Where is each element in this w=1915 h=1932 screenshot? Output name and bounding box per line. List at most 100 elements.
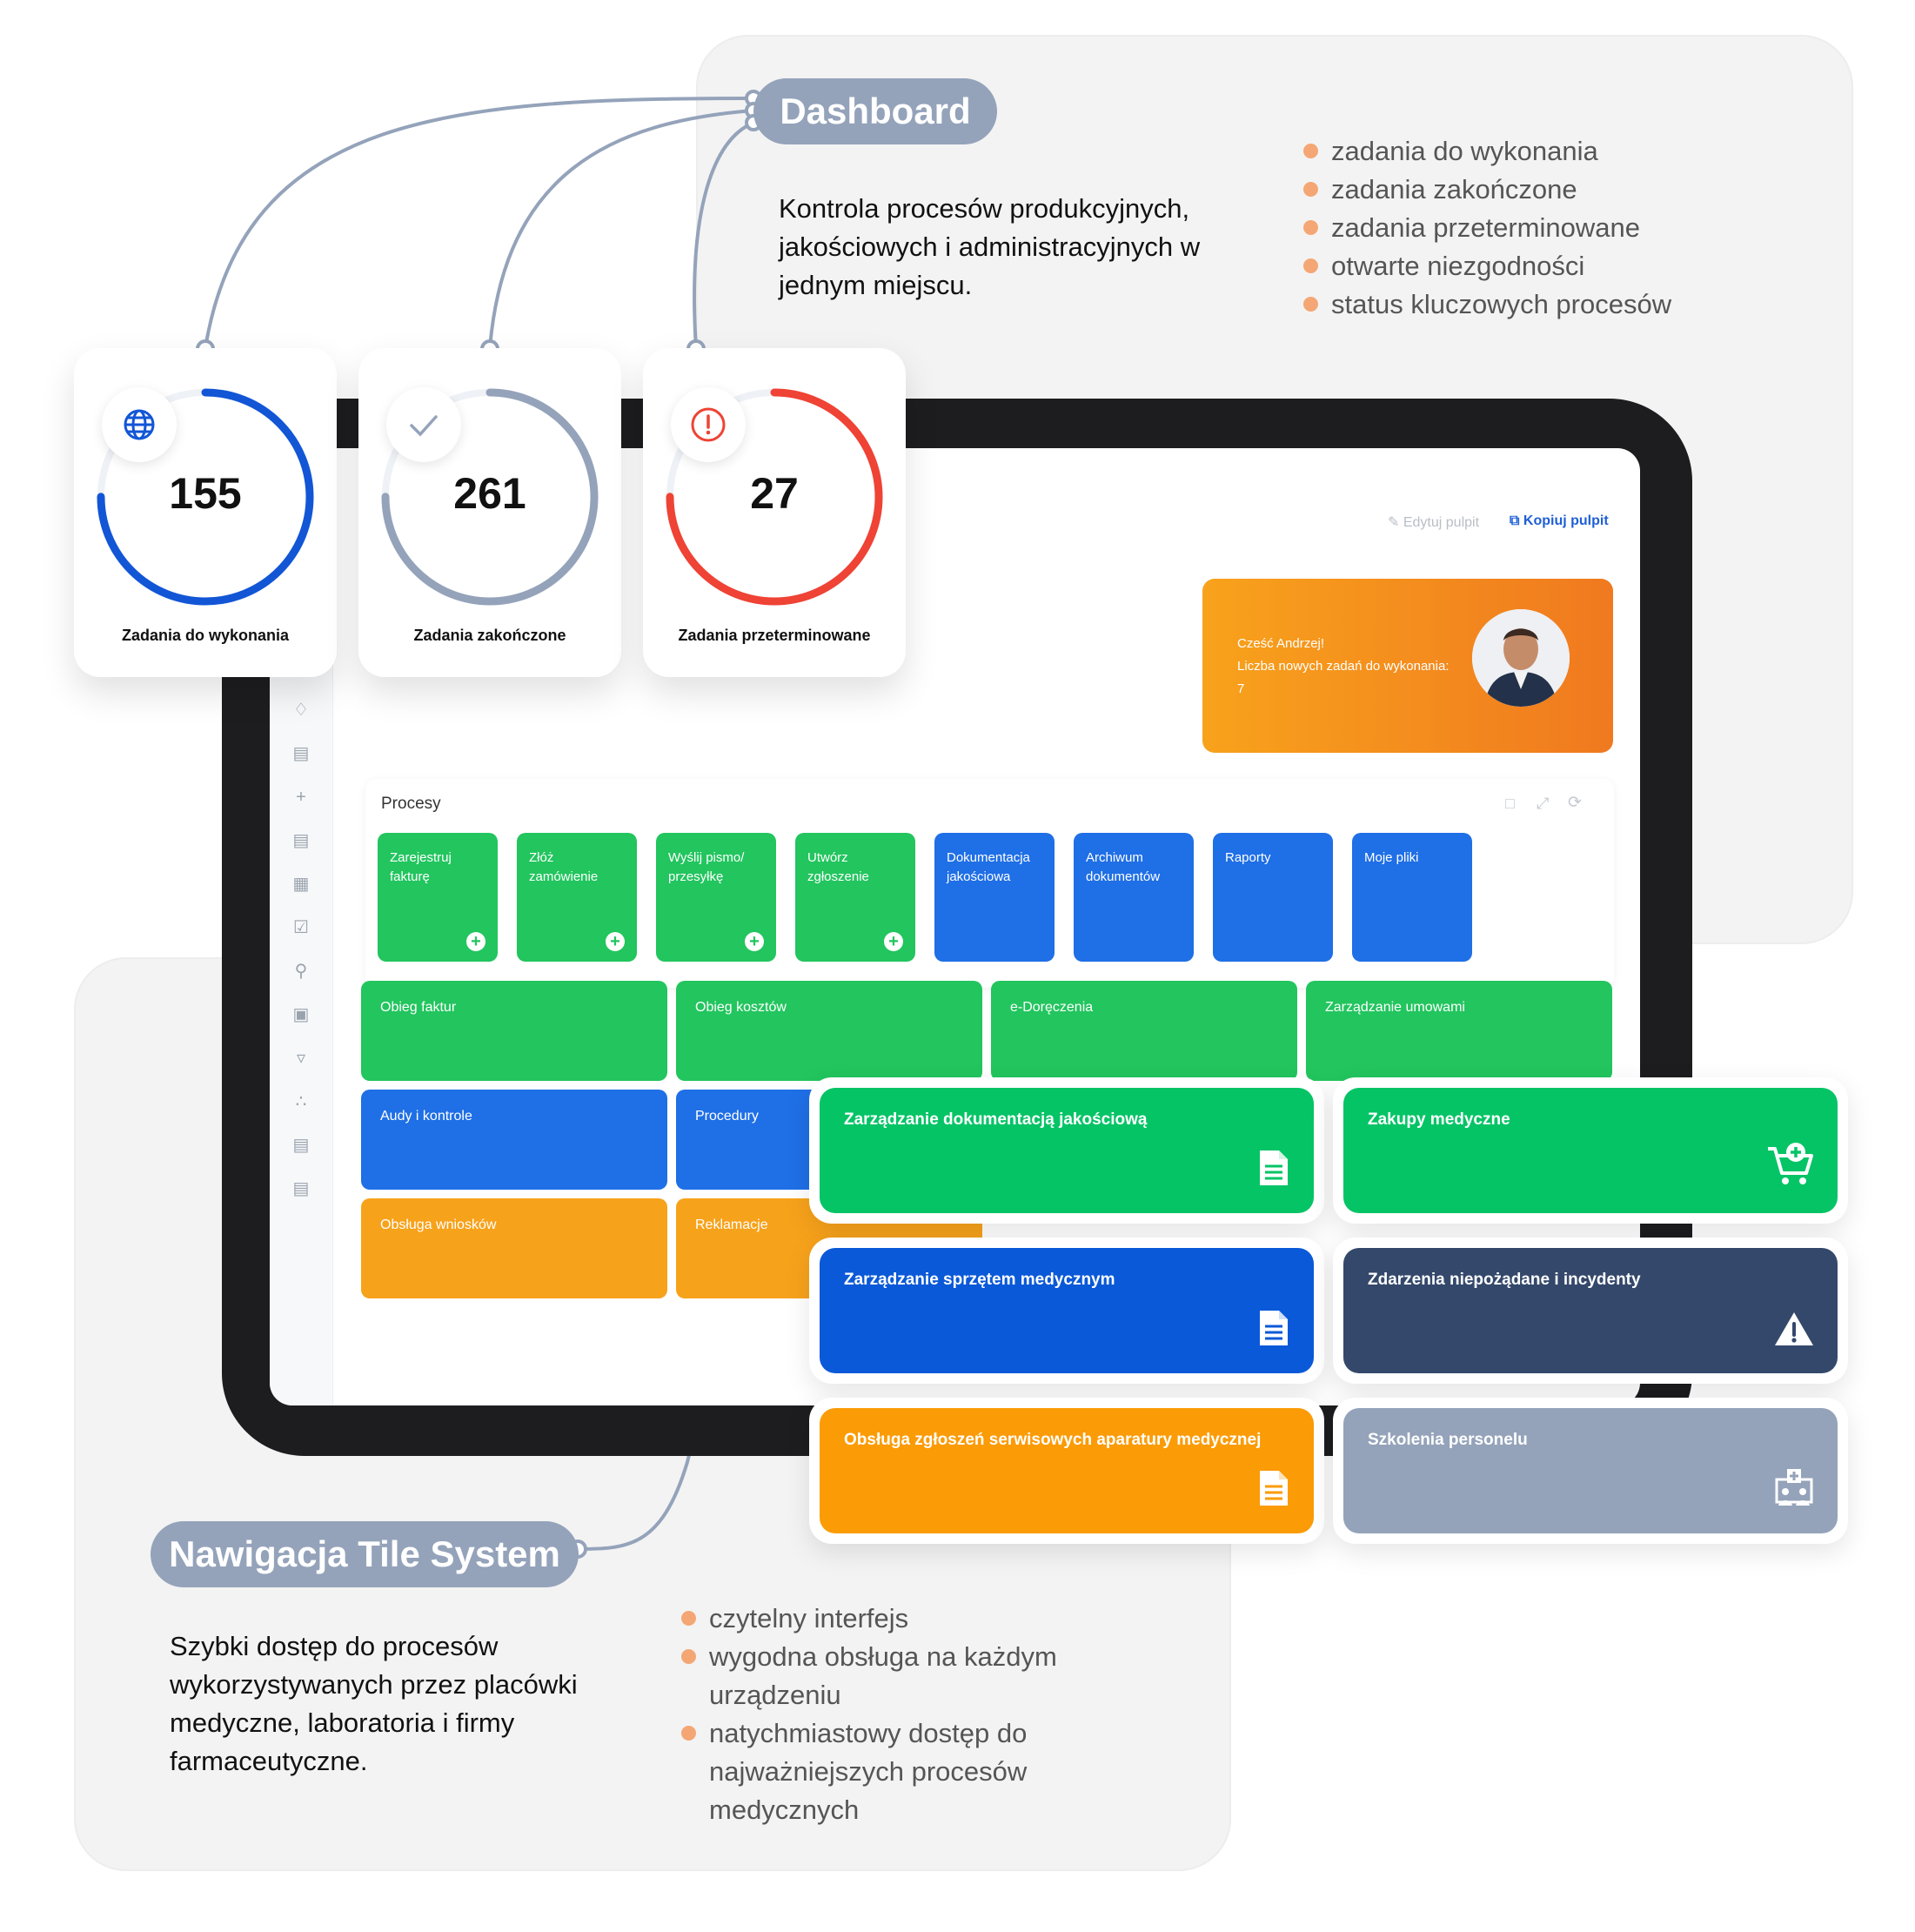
connector-line-3	[693, 121, 754, 349]
plus-icon[interactable]: +	[296, 788, 306, 807]
big-tile-label: Zakupy medyczne	[1368, 1110, 1510, 1129]
process-tile[interactable]: Utwórz zgłoszenie+	[795, 833, 915, 962]
copy-icon: ⧉	[1510, 513, 1520, 528]
copy-dashboard-button[interactable]: ⧉ Kopiuj pulpit	[1510, 513, 1609, 529]
file-icon[interactable]: ▤	[292, 831, 310, 850]
stat-card-todo[interactable]: 155 Zadania do wykonania	[74, 348, 337, 677]
big-tile-label: Zarządzanie sprzętem medycznym	[844, 1271, 1115, 1289]
avatar	[1472, 609, 1570, 707]
module-tile[interactable]: Obsługa wniosków	[361, 1198, 667, 1298]
layout-icon[interactable]: ▦	[292, 875, 310, 894]
processes-panel: Procesy □ ⤢ ⟳ Zarejestruj fakturę+ Złóż …	[365, 779, 1614, 988]
module-tile[interactable]: Obieg kosztów	[676, 981, 982, 1081]
calendar-icon[interactable]: ▣	[292, 1005, 310, 1024]
stat-value: 261	[453, 469, 526, 518]
navigation-description: Szybki dostęp do procesów wykorzystywany…	[170, 1631, 578, 1776]
medical-cart-icon	[1766, 1142, 1815, 1192]
dashboard-bullets: zadania do wykonania zadania zakończone …	[1303, 132, 1791, 324]
alert-icon	[671, 387, 746, 462]
stat-label: Zadania przeterminowane	[678, 627, 871, 644]
process-tile[interactable]: Raporty	[1213, 833, 1333, 962]
big-tile-label: Obsługa zgłoszeń serwisowych aparatury m…	[844, 1431, 1262, 1449]
navigation-pill: Nawigacja Tile System	[151, 1521, 579, 1587]
dashboard-pill: Dashboard	[753, 78, 997, 144]
process-tile[interactable]: Dokumentacja jakościowa	[934, 833, 1055, 962]
big-tile-card: Zdarzenia niepożądane i incydenty	[1333, 1238, 1848, 1384]
share-icon[interactable]: ∴	[295, 1092, 307, 1111]
module-tile[interactable]: Obieg faktur	[361, 981, 667, 1081]
big-tile-card: Zakupy medyczne	[1333, 1077, 1848, 1224]
dashboard-bullet: otwarte niezgodności	[1303, 247, 1791, 285]
navigation-bullet: natychmiastowy dostęp do najważniejszych…	[681, 1714, 1073, 1829]
big-tile-card: Obsługa zgłoszeń serwisowych aparatury m…	[809, 1398, 1324, 1544]
connector-line-2	[488, 109, 754, 349]
add-icon: +	[466, 932, 485, 951]
checklist-icon[interactable]: ☑	[293, 918, 309, 937]
big-tile-label: Zdarzenia niepożądane i incydenty	[1368, 1271, 1641, 1289]
big-tile[interactable]: Zarządzanie dokumentacją jakościową	[820, 1088, 1314, 1213]
add-icon: +	[745, 932, 764, 951]
module-tile[interactable]: Audy i kontrole	[361, 1090, 667, 1190]
training-icon	[1773, 1467, 1815, 1513]
dashboard-bullet: status kluczowych procesów	[1303, 285, 1791, 324]
module-tile[interactable]: Zarządzanie umowami	[1306, 981, 1612, 1081]
process-tile[interactable]: Moje pliki	[1352, 833, 1472, 962]
stat-card-completed[interactable]: 261 Zadania zakończone	[358, 348, 621, 677]
edit-dashboard-button[interactable]: ✎ Edytuj pulpit	[1388, 513, 1479, 531]
bell-icon[interactable]: ♢	[293, 701, 309, 720]
check-icon	[386, 387, 461, 462]
big-tile[interactable]: Zakupy medyczne	[1343, 1088, 1838, 1213]
basket-icon[interactable]: ▿	[296, 1049, 306, 1068]
greeting-tasks-text: Liczba nowych zadań do wykonania:	[1237, 659, 1450, 674]
big-tile-card: Zarządzanie dokumentacją jakościową	[809, 1077, 1324, 1224]
stat-value: 155	[169, 469, 242, 518]
list-icon[interactable]: ▤	[292, 744, 310, 763]
refresh-icon[interactable]: ⟳	[1568, 794, 1582, 812]
stat-label: Zadania do wykonania	[121, 627, 290, 644]
warning-icon	[1773, 1311, 1815, 1352]
greeting-count: 7	[1237, 681, 1245, 696]
copy-dashboard-label: Kopiuj pulpit	[1523, 513, 1609, 528]
process-tile[interactable]: Wyślij pismo/ przesyłkę+	[656, 833, 776, 962]
minimize-icon[interactable]: □	[1505, 795, 1515, 812]
dashboard-bullet: zadania do wykonania	[1303, 132, 1791, 171]
pencil-icon: ✎	[1388, 515, 1400, 530]
process-tile[interactable]: Złóż zamówienie+	[517, 833, 637, 962]
document-icon	[1256, 1309, 1291, 1352]
navigation-bullet: wygodna obsługa na każdym urządzeniu	[681, 1638, 1073, 1714]
document-icon	[1256, 1149, 1291, 1192]
big-tile-card: Zarządzanie sprzętem medycznym	[809, 1238, 1324, 1384]
add-icon: +	[884, 932, 903, 951]
add-icon: +	[606, 932, 625, 951]
big-tile[interactable]: Obsługa zgłoszeń serwisowych aparatury m…	[820, 1408, 1314, 1533]
big-tile[interactable]: Zarządzanie sprzętem medycznym	[820, 1248, 1314, 1373]
dashboard-bullet: zadania przeterminowane	[1303, 209, 1791, 247]
clipboard-icon[interactable]: ▤	[292, 1179, 310, 1198]
progress-ring	[97, 388, 314, 606]
connector-line-1	[204, 97, 754, 349]
greeting-card: Cześć Andrzej! Liczba nowych zadań do wy…	[1202, 579, 1613, 753]
progress-ring	[381, 388, 599, 606]
big-tile-label: Zarządzanie dokumentacją jakościową	[844, 1110, 1148, 1129]
process-tile[interactable]: Archiwum dokumentów	[1074, 833, 1194, 962]
globe-icon	[102, 387, 177, 462]
search-icon[interactable]: ⚲	[294, 962, 308, 981]
big-tile-card: Szkolenia personelu	[1333, 1398, 1848, 1544]
edit-dashboard-label: Edytuj pulpit	[1403, 515, 1480, 530]
progress-ring	[666, 388, 883, 606]
greeting-text: Cześć Andrzej!	[1237, 636, 1325, 651]
dashboard-description: Kontrola procesów produkcyjnych, jakości…	[779, 193, 1201, 300]
navigation-bullets: czytelny interfejs wygodna obsługa na ka…	[681, 1600, 1073, 1829]
stat-value: 27	[750, 469, 799, 518]
clipboard-icon[interactable]: ▤	[292, 1136, 310, 1155]
process-tile[interactable]: Zarejestruj fakturę+	[378, 833, 498, 962]
processes-title: Procesy	[381, 795, 441, 813]
big-tile[interactable]: Zdarzenia niepożądane i incydenty	[1343, 1248, 1838, 1373]
document-icon	[1256, 1469, 1291, 1513]
navigation-bullet: czytelny interfejs	[681, 1600, 1073, 1638]
module-tile[interactable]: e-Doręczenia	[991, 981, 1297, 1081]
expand-icon[interactable]: ⤢	[1537, 795, 1550, 812]
big-tile[interactable]: Szkolenia personelu	[1343, 1408, 1838, 1533]
stat-label: Zadania zakończone	[413, 627, 566, 644]
stat-card-overdue[interactable]: 27 Zadania przeterminowane	[643, 348, 906, 677]
